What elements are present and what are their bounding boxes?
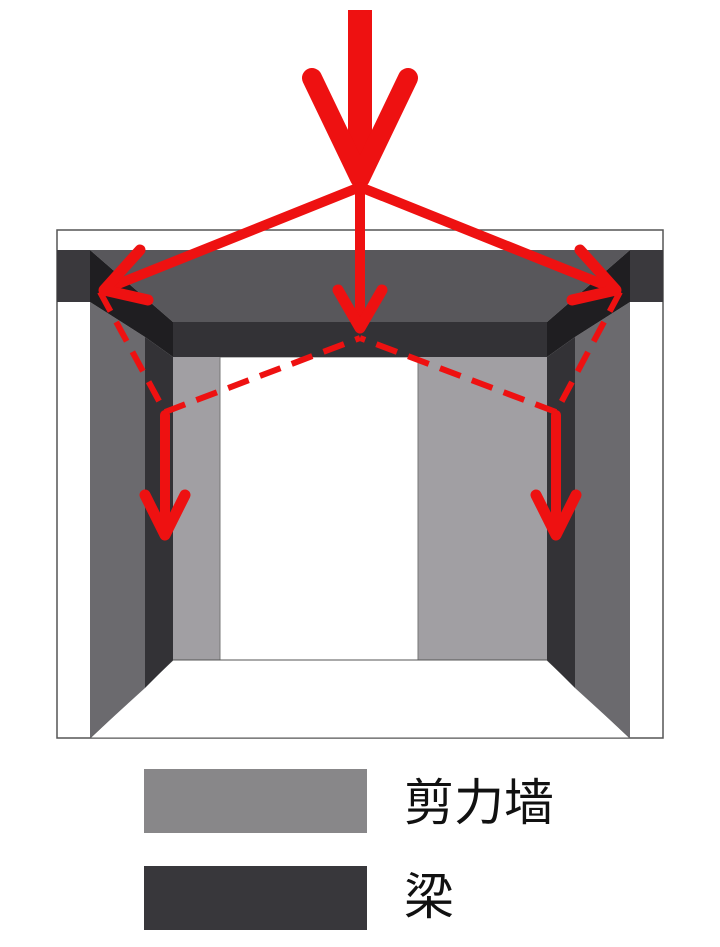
- legend-label-shear-wall: 剪力墙: [404, 774, 554, 832]
- right-corner-arrowhead: [566, 244, 622, 306]
- top-beam-right-end: [630, 250, 663, 302]
- floor: [88, 659, 632, 739]
- legend-swatch-beam: [144, 866, 367, 930]
- arrow-to-left-corner: [103, 182, 365, 293]
- arrow-to-right-corner: [355, 182, 617, 293]
- center-arrowhead: [332, 284, 388, 334]
- load-arrows: [98, 10, 622, 541]
- legend-label-beam: 梁: [404, 868, 454, 926]
- left-corner-arrowhead: [98, 244, 154, 306]
- back-wall-right-panel: [418, 357, 547, 660]
- back-wall-opening: [219, 356, 419, 661]
- left-shear-wall: [90, 302, 145, 738]
- top-arrowhead: [302, 68, 418, 188]
- top-beam-left-end: [57, 250, 90, 302]
- left-column-arrowhead: [139, 489, 191, 541]
- legend-swatch-shear-wall: [144, 769, 367, 833]
- right-shear-wall: [575, 302, 630, 738]
- right-column-arrowhead: [530, 489, 582, 541]
